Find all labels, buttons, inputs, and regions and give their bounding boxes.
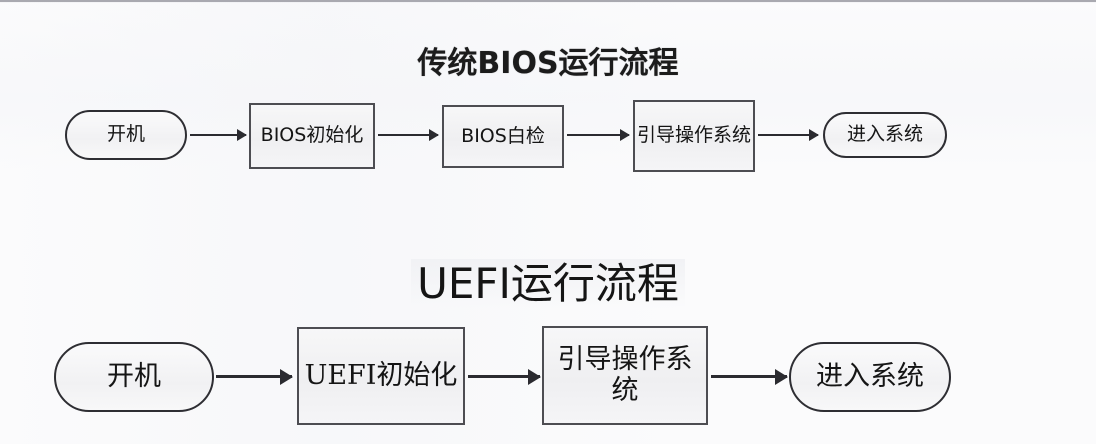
node-bios-init[interactable]: BIOS初始化 [249,103,375,169]
node-bios-post[interactable]: BIOS白检 [442,105,564,168]
node-legacy-start-label: 开机 [106,123,145,146]
arrow-bios-init-to-post [378,134,438,136]
node-uefi-boot-os[interactable]: 引导操作系统 [542,326,708,425]
arrow-uefi-boot-os-to-enter-system [711,375,787,378]
node-legacy-enter-system-label: 进入系统 [846,123,923,146]
node-uefi-start-label: 开机 [107,360,161,392]
arrow-uefi-start-to-init [216,375,292,378]
node-legacy-boot-os[interactable]: 引导操作系统 [633,100,755,172]
section-title-legacy-bios: 传统BIOS运行流程 [417,46,679,81]
node-uefi-start[interactable]: 开机 [54,342,214,412]
node-bios-post-label: BIOS白检 [461,124,545,147]
node-bios-init-label: BIOS初始化 [260,124,364,147]
top-divider [0,0,1096,2]
node-legacy-boot-os-label: 引导操作系统 [637,124,752,147]
section-title-uefi: UEFI运行流程 [0,250,1096,311]
node-uefi-enter-system[interactable]: 进入系统 [789,342,951,412]
arrow-bios-post-to-boot-os [567,134,629,136]
arrow-boot-os-to-enter-system [758,134,818,136]
section-title-uefi-text: UEFI运行流程 [411,259,685,308]
node-legacy-enter-system[interactable]: 进入系统 [823,112,947,158]
arrow-legacy-start-to-bios-init [190,134,246,136]
arrow-uefi-init-to-boot-os [468,375,540,378]
node-uefi-init-label: UEFI初始化 [304,359,458,391]
node-uefi-init[interactable]: UEFI初始化 [297,327,465,425]
node-legacy-start[interactable]: 开机 [65,110,187,160]
node-uefi-boot-os-label: 引导操作系统 [557,344,693,406]
node-uefi-enter-system-label: 进入系统 [816,360,924,392]
